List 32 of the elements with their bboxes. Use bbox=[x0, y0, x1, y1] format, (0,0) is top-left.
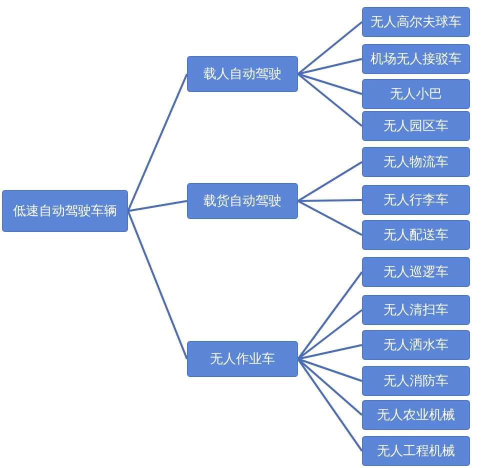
item-box: 无人物流车 bbox=[362, 147, 470, 177]
connector-line bbox=[128, 200, 188, 212]
category-box: 载人自动驾驶 bbox=[187, 56, 298, 92]
item-box: 无人农业机械 bbox=[362, 400, 470, 430]
item-box: 无人小巴 bbox=[362, 79, 470, 109]
connector-line bbox=[298, 58, 362, 75]
connector-line bbox=[298, 199, 362, 202]
item-box: 机场无人接驳车 bbox=[362, 44, 470, 74]
item-box: 无人洒水车 bbox=[362, 330, 470, 360]
item-box: 无人园区车 bbox=[362, 111, 470, 141]
item-box: 无人工程机械 bbox=[362, 436, 470, 466]
connector-line bbox=[297, 309, 363, 360]
connector-line bbox=[127, 74, 188, 212]
item-box: 无人巡逻车 bbox=[362, 257, 470, 287]
connector-line bbox=[297, 161, 363, 202]
category-box: 载货自动驾驶 bbox=[187, 183, 298, 219]
connector-line bbox=[127, 210, 188, 360]
connector-line bbox=[298, 344, 362, 360]
connector-line bbox=[298, 73, 362, 95]
category-box: 无人作业车 bbox=[187, 341, 298, 377]
item-box: 无人行李车 bbox=[362, 185, 470, 215]
connector-line bbox=[297, 358, 363, 452]
item-box: 无人消防车 bbox=[362, 366, 470, 396]
connector-line bbox=[298, 358, 362, 382]
item-box: 无人高尔夫球车 bbox=[362, 7, 470, 37]
connector-line bbox=[297, 73, 363, 127]
item-box: 无人配送车 bbox=[362, 220, 470, 250]
connector-line bbox=[297, 21, 363, 75]
connector-line bbox=[297, 271, 363, 360]
item-box: 无人清扫车 bbox=[362, 295, 470, 325]
connector-line bbox=[298, 200, 362, 236]
root-box: 低速自动驾驶车辆 bbox=[2, 190, 128, 232]
